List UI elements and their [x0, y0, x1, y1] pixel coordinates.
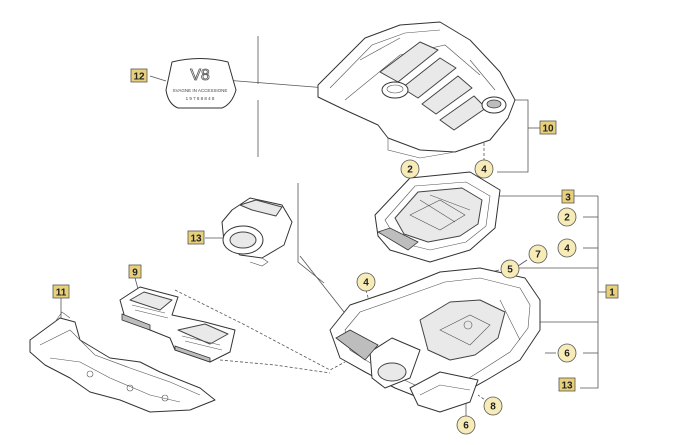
callout-label: 4: [564, 244, 570, 255]
callout-marker: [128, 264, 142, 279]
callout-marker: [474, 159, 494, 179]
cross-member: [29, 311, 216, 413]
callout-c8[interactable]: 8: [483, 396, 503, 416]
badge-emblem: V8: [190, 67, 210, 84]
air-filter-box: [329, 267, 541, 413]
intake-duct: [221, 197, 293, 267]
callout-c13b[interactable]: 13: [558, 377, 576, 392]
callout-c13a[interactable]: 13: [187, 230, 205, 245]
callout-label: 6: [564, 349, 570, 360]
callout-label: 11: [56, 288, 67, 299]
badge-line1: SVAGNE IN ACCESSIONE: [173, 88, 228, 93]
callout-label: 4: [481, 165, 487, 176]
callout-c1[interactable]: 1: [605, 284, 619, 299]
callout-label: 10: [542, 124, 554, 135]
callout-c12[interactable]: 12: [130, 68, 148, 83]
callout-label: 5: [507, 265, 513, 276]
air-filter-lid: [374, 171, 501, 263]
callout-label: 2: [564, 213, 570, 224]
callout-marker: [528, 244, 548, 264]
callout-c4c[interactable]: 4: [356, 272, 376, 292]
callout-c5[interactable]: 5: [500, 259, 520, 279]
callout-marker: [558, 377, 576, 392]
callout-marker: [500, 259, 520, 279]
callout-label: 4: [363, 278, 369, 289]
callout-marker: [483, 396, 503, 416]
callout-marker: [539, 120, 557, 135]
callout-c6b[interactable]: 6: [456, 415, 476, 435]
callout-c4a[interactable]: 4: [474, 159, 494, 179]
callout-marker: [557, 207, 577, 227]
callout-c9[interactable]: 9: [128, 264, 142, 279]
callout-label: 3: [565, 193, 571, 204]
callout-c7[interactable]: 7: [528, 244, 548, 264]
callout-marker: [557, 343, 577, 363]
callout-marker: [130, 68, 148, 83]
callout-c3[interactable]: 3: [561, 189, 575, 204]
callout-c6a[interactable]: 6: [557, 343, 577, 363]
callout-label: 2: [407, 165, 413, 176]
callout-label: 13: [190, 234, 202, 245]
callout-marker: [557, 238, 577, 258]
badge-line2: 1 9 7 8 8 8 4 8: [186, 96, 215, 101]
callout-marker: [187, 230, 205, 245]
callout-label: 1: [609, 288, 615, 299]
callout-c10[interactable]: 10: [539, 120, 557, 135]
intake-manifold: [119, 286, 236, 363]
callout-marker: [356, 272, 376, 292]
callout-marker: [52, 284, 70, 299]
callout-label: 12: [133, 72, 145, 83]
engine-cover: [317, 21, 516, 159]
callout-c2a[interactable]: 2: [400, 159, 420, 179]
callout-marker: [456, 415, 476, 435]
callout-c2b[interactable]: 2: [557, 207, 577, 227]
v8-badge: V8 SVAGNE IN ACCESSIONE 1 9 7 8 8 8 4 8: [165, 58, 237, 109]
callout-marker: [400, 159, 420, 179]
callout-label: 13: [561, 381, 573, 392]
callout-label: 9: [132, 268, 138, 279]
callout-label: 8: [490, 402, 496, 413]
callout-c4b[interactable]: 4: [557, 238, 577, 258]
callout-c11[interactable]: 11: [52, 284, 70, 299]
callout-label: 7: [535, 250, 541, 261]
callout-label: 6: [463, 421, 469, 432]
callout-marker: [605, 284, 619, 299]
callout-marker: [561, 189, 575, 204]
